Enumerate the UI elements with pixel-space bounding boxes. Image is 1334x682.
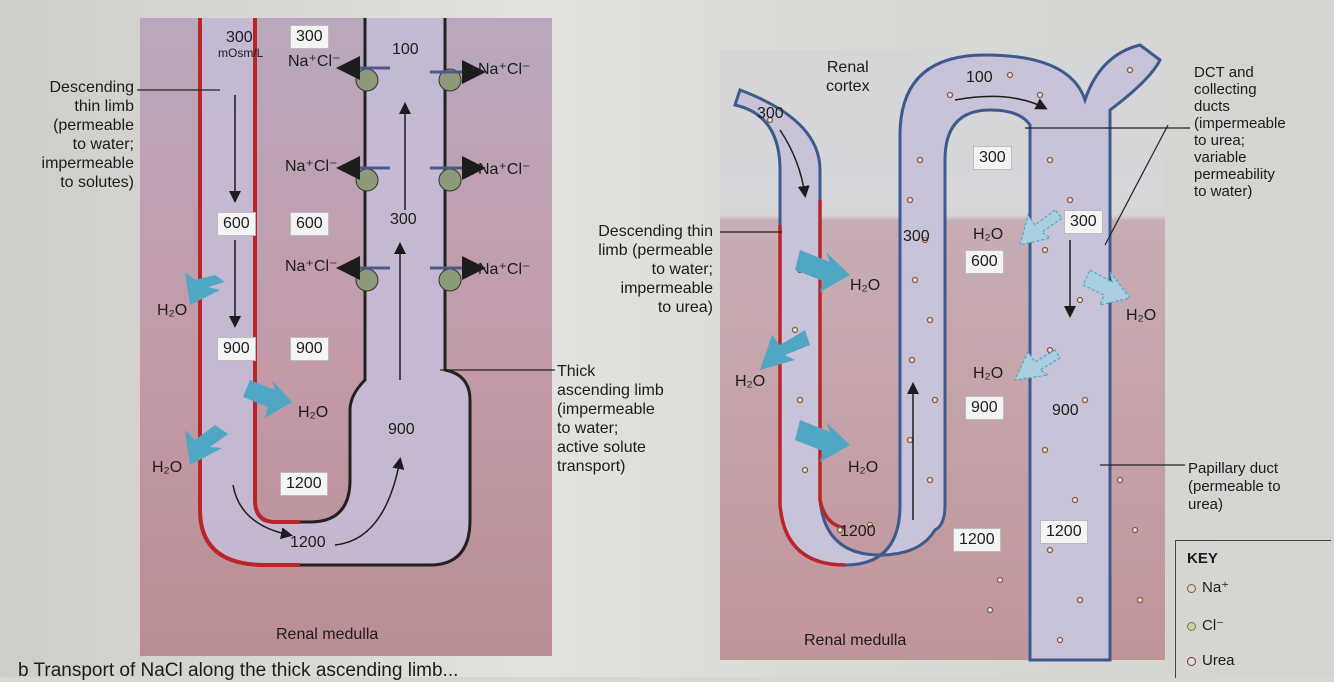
right-900b: 900 bbox=[1052, 402, 1079, 419]
top-box-300: 300 bbox=[290, 25, 329, 49]
desc-limb-label: Descending thin limb (permeable to water… bbox=[41, 79, 134, 191]
key-urea: Urea bbox=[1187, 652, 1235, 669]
nacl-label: Na⁺Cl⁻ bbox=[285, 158, 338, 175]
top-value-100: 100 bbox=[392, 41, 419, 58]
right-box-600: 600 bbox=[965, 250, 1004, 274]
na-dot-icon bbox=[1187, 583, 1196, 593]
dct-label: DCT and collecting ducts (impermeable to… bbox=[1194, 64, 1286, 200]
nacl-label: Na⁺Cl⁻ bbox=[285, 258, 338, 275]
loop-tube bbox=[200, 18, 470, 565]
cortex-label: Renal cortex bbox=[826, 59, 870, 95]
right-medulla-label: Renal medulla bbox=[804, 632, 907, 649]
figure-caption: b Transport of NaCl along the thick asce… bbox=[18, 660, 459, 681]
top-conc-unit: mOsm/L bbox=[218, 46, 264, 60]
right-water-label: H₂O bbox=[735, 373, 766, 390]
right-water-label: H₂O bbox=[973, 365, 1004, 382]
flow-arrows bbox=[229, 95, 411, 546]
right-1200a: 1200 bbox=[840, 523, 876, 540]
top-conc-value: 300 bbox=[226, 29, 253, 46]
papillary-label: Papillary duct (permeable to urea) bbox=[1188, 460, 1281, 513]
pump-icon bbox=[355, 68, 379, 92]
key-title: KEY bbox=[1187, 550, 1218, 567]
right-desc-wall bbox=[778, 225, 846, 567]
right-box-1200b: 1200 bbox=[953, 528, 1001, 552]
nacl-label: Na⁺Cl⁻ bbox=[478, 61, 531, 78]
nacl-arrows bbox=[336, 56, 486, 280]
cl-dot-icon bbox=[1187, 621, 1196, 631]
key-na: Na⁺ bbox=[1187, 578, 1229, 596]
right-300a: 300 bbox=[757, 105, 784, 122]
right-box-900a: 900 bbox=[965, 396, 1004, 420]
water-label: H₂O bbox=[157, 302, 188, 319]
nacl-label: Na⁺Cl⁻ bbox=[478, 161, 531, 178]
right-water-label: H₂O bbox=[850, 277, 881, 294]
descending-wall bbox=[198, 18, 300, 567]
right-box-300d: 300 bbox=[1064, 210, 1103, 234]
inside-900: 900 bbox=[217, 337, 256, 361]
right-desc-label: Descending thin limb (permeable to water… bbox=[598, 223, 713, 316]
right-flow-arrows bbox=[779, 95, 1076, 520]
box-900: 900 bbox=[290, 337, 329, 361]
key-box bbox=[1175, 540, 1331, 678]
box-600: 600 bbox=[290, 212, 329, 236]
right-leaders bbox=[720, 124, 1190, 466]
right-dashed-arrows bbox=[1013, 209, 1132, 381]
pump-icon bbox=[355, 168, 379, 192]
nacl-label: Na⁺Cl⁻ bbox=[478, 261, 531, 278]
right-loop-fill bbox=[733, 43, 1162, 662]
water-arrows bbox=[185, 272, 292, 465]
thick-limb-label: Thick ascending limb (impermeable to wat… bbox=[557, 363, 664, 475]
asc-300: 300 bbox=[390, 211, 417, 228]
pump-icon bbox=[355, 268, 379, 292]
right-water-label: H₂O bbox=[1126, 307, 1157, 324]
right-100: 100 bbox=[966, 69, 993, 86]
urea-dot-icon bbox=[1187, 656, 1196, 666]
box-1200: 1200 bbox=[280, 472, 328, 496]
pump-icon bbox=[438, 268, 462, 292]
asc-900: 900 bbox=[388, 421, 415, 438]
right-water-arrows bbox=[760, 250, 850, 462]
pump-group bbox=[355, 68, 462, 292]
right-water-label: H₂O bbox=[973, 226, 1004, 243]
right-box-300: 300 bbox=[973, 146, 1012, 170]
top-nacl: Na⁺Cl⁻ bbox=[288, 53, 341, 70]
ascending-inner-wall bbox=[300, 18, 367, 524]
right-300c: 300 bbox=[903, 228, 930, 245]
water-label: H₂O bbox=[298, 404, 329, 421]
inside-600: 600 bbox=[217, 212, 256, 236]
bottom-1200: 1200 bbox=[290, 534, 326, 551]
pump-icon bbox=[438, 68, 462, 92]
water-label: H₂O bbox=[152, 459, 183, 476]
pump-icon bbox=[438, 168, 462, 192]
right-box-1200c: 1200 bbox=[1040, 520, 1088, 544]
left-medulla-label: Renal medulla bbox=[276, 626, 379, 643]
ascending-wall bbox=[300, 18, 472, 567]
descending-inner-wall bbox=[253, 18, 300, 524]
key-cl: Cl⁻ bbox=[1187, 616, 1224, 634]
right-water-label: H₂O bbox=[848, 459, 879, 476]
